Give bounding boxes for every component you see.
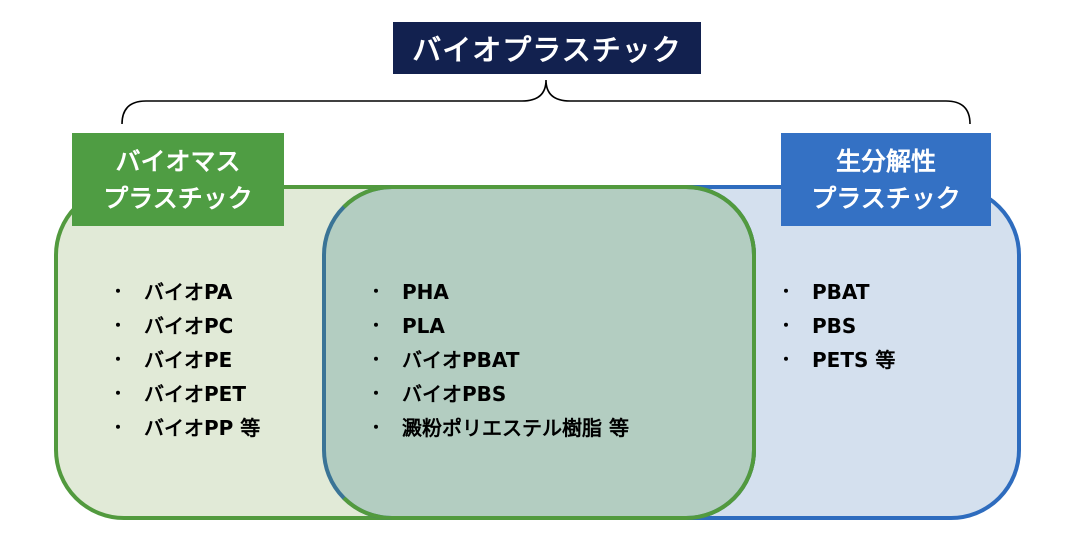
- bullet: ・: [110, 384, 127, 403]
- biomass-label-line2: プラスチック: [103, 183, 253, 213]
- biomass-plastic-label: バイオマス プラスチック: [72, 133, 284, 226]
- list-item-text: バイオPET: [144, 382, 246, 406]
- list-item-text: PETS 等: [812, 348, 896, 372]
- list-item: ・バイオPA: [110, 275, 260, 309]
- list-item-text: PBAT: [812, 280, 870, 304]
- title-box: バイオプラスチック: [393, 22, 701, 74]
- overlap-list: ・PHA ・PLA ・バイオPBAT ・バイオPBS ・澱粉ポリエステル樹脂 等: [368, 275, 629, 445]
- bullet: ・: [778, 350, 795, 369]
- list-item-text: バイオPC: [144, 314, 234, 338]
- bullet: ・: [368, 418, 385, 437]
- bullet: ・: [368, 384, 385, 403]
- bullet: ・: [368, 282, 385, 301]
- biomass-list: ・バイオPA ・バイオPC ・バイオPE ・バイオPET ・バイオPP 等: [110, 275, 260, 445]
- list-item: ・ PETS 等: [778, 343, 895, 377]
- biomass-label-line1: バイオマス: [115, 146, 241, 176]
- list-item-text: PBS: [812, 314, 857, 338]
- bullet: ・: [368, 316, 385, 335]
- list-item-text: バイオPBS: [402, 382, 507, 406]
- list-item-text: バイオPBAT: [402, 348, 520, 372]
- bullet: ・: [110, 316, 127, 335]
- biodegradable-label-line1: 生分解性: [835, 146, 936, 176]
- list-item-text: PLA: [402, 314, 445, 338]
- list-item: ・ PBAT: [778, 275, 895, 309]
- list-item: ・ PBS: [778, 309, 895, 343]
- list-item: ・ PHA: [368, 275, 629, 309]
- list-item: ・ PLA: [368, 309, 629, 343]
- list-item: ・バイオPET: [110, 377, 260, 411]
- list-item-text: バイオPE: [144, 348, 233, 372]
- biodegradable-plastic-label: 生分解性 プラスチック: [781, 133, 991, 226]
- biodegradable-list: ・ PBAT ・ PBS ・ PETS 等: [778, 275, 895, 377]
- list-item: ・バイオPE: [110, 343, 260, 377]
- brace-connector: [121, 79, 971, 125]
- bullet: ・: [110, 418, 127, 437]
- bullet: ・: [110, 282, 127, 301]
- list-item: ・バイオPC: [110, 309, 260, 343]
- bullet: ・: [110, 350, 127, 369]
- list-item-text: バイオPA: [144, 280, 233, 304]
- biodegradable-label-line2: プラスチック: [811, 183, 961, 213]
- list-item: ・バイオPBS: [368, 377, 629, 411]
- list-item-text: 澱粉ポリエステル樹脂 等: [402, 416, 629, 440]
- bullet: ・: [778, 282, 795, 301]
- title-text: バイオプラスチック: [412, 33, 682, 67]
- list-item: ・澱粉ポリエステル樹脂 等: [368, 411, 629, 445]
- list-item-text: PHA: [402, 280, 449, 304]
- list-item-text: バイオPP 等: [144, 416, 261, 440]
- list-item: ・バイオPBAT: [368, 343, 629, 377]
- bullet: ・: [368, 350, 385, 369]
- bullet: ・: [778, 316, 795, 335]
- list-item: ・バイオPP 等: [110, 411, 260, 445]
